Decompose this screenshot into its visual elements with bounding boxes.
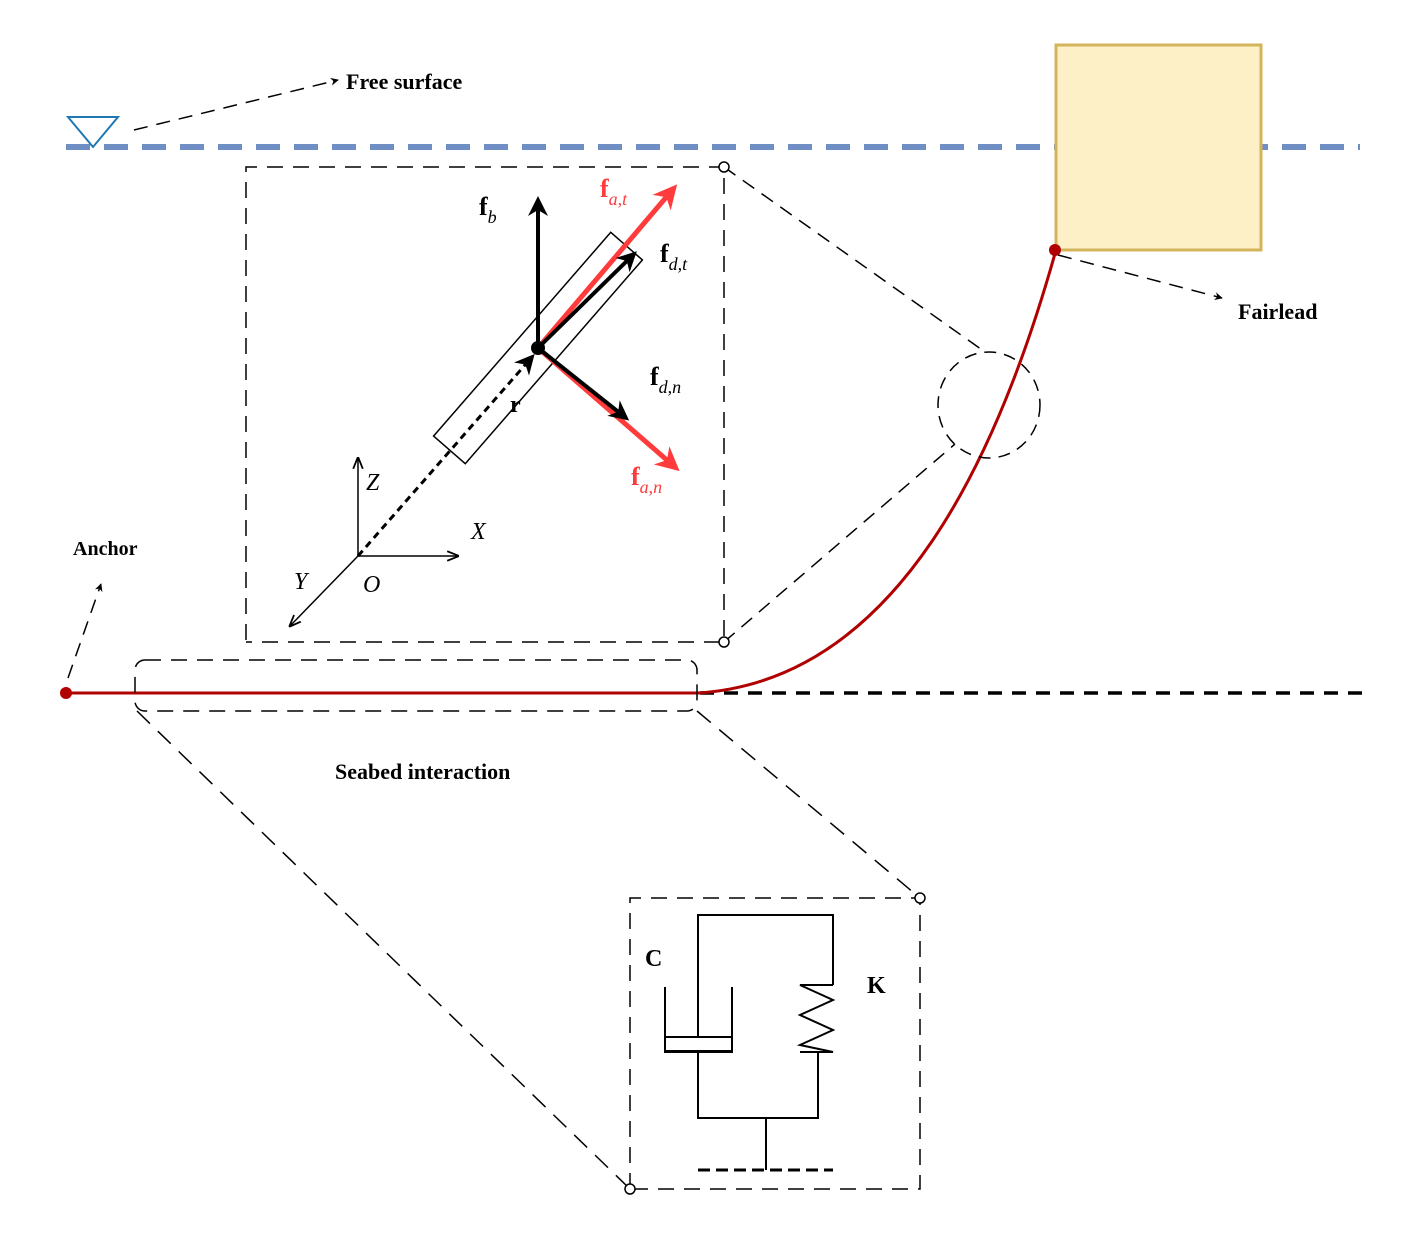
origin-label: O <box>363 572 380 598</box>
fan-sub: a,n <box>640 477 663 497</box>
free-surface-pointer <box>133 77 339 131</box>
element-node <box>531 341 545 355</box>
fdn-main: f <box>650 362 659 391</box>
fairlead-point <box>1049 244 1061 256</box>
x-axis-label: X <box>470 519 487 545</box>
spring-box-corner-bottom <box>624 1183 636 1195</box>
fb-label: fb <box>479 192 497 227</box>
free-surface-label: Free surface <box>346 69 462 94</box>
zoom-connector-bottom <box>723 443 956 643</box>
fdt-label: fd,t <box>660 239 688 274</box>
floating-vessel <box>1054 43 1263 252</box>
added-mass-tangential-force <box>536 184 678 350</box>
zoom-connector-top <box>723 166 986 353</box>
drag-normal-force <box>536 346 630 421</box>
seabed-connector-right <box>696 710 921 899</box>
damper-piston <box>664 1036 733 1052</box>
z-axis-label: Z <box>366 470 380 496</box>
anchor-pointer <box>67 583 103 679</box>
top-frame <box>697 914 834 1037</box>
seabed-zoom-region <box>134 659 698 712</box>
inverted-triangle-icon <box>65 116 121 149</box>
coordinate-axes <box>290 458 458 626</box>
spring-damper-model <box>664 914 836 1172</box>
y-axis <box>290 555 359 626</box>
element-zoom-circle <box>937 351 1041 459</box>
y-axis-label: Y <box>294 569 310 595</box>
spring-box-corner-top <box>914 892 926 904</box>
spring-coil <box>796 984 836 1053</box>
fan-label: fa,n <box>631 462 662 497</box>
element-detail-box <box>245 166 725 643</box>
mooring-line <box>66 249 1058 695</box>
fat-main: f <box>600 174 609 203</box>
fb-main: f <box>479 192 488 221</box>
fairlead-pointer <box>1057 254 1223 301</box>
fdn-sub: d,n <box>659 377 682 397</box>
anchor-label: Anchor <box>73 538 138 560</box>
fat-label: fa,t <box>600 174 628 209</box>
fdn-label: fd,n <box>650 362 681 397</box>
anchor-point <box>60 687 72 699</box>
fan-main: f <box>631 462 640 491</box>
drag-tangential-force <box>536 251 637 350</box>
detail-box-corner-top <box>718 161 730 173</box>
damper-label: C <box>645 946 662 972</box>
fb-sub: b <box>488 207 497 227</box>
position-vector-r <box>356 353 535 557</box>
fdt-sub: d,t <box>669 254 689 274</box>
detail-box-corner-bottom <box>718 636 730 648</box>
spring-label: K <box>867 973 886 999</box>
fdt-main: f <box>660 239 669 268</box>
r-label: r <box>510 392 521 418</box>
fairlead-label: Fairlead <box>1238 299 1317 324</box>
fat-sub: a,t <box>609 189 629 209</box>
bottom-frame <box>697 1052 819 1119</box>
seabed-interaction-label: Seabed interaction <box>335 759 510 784</box>
